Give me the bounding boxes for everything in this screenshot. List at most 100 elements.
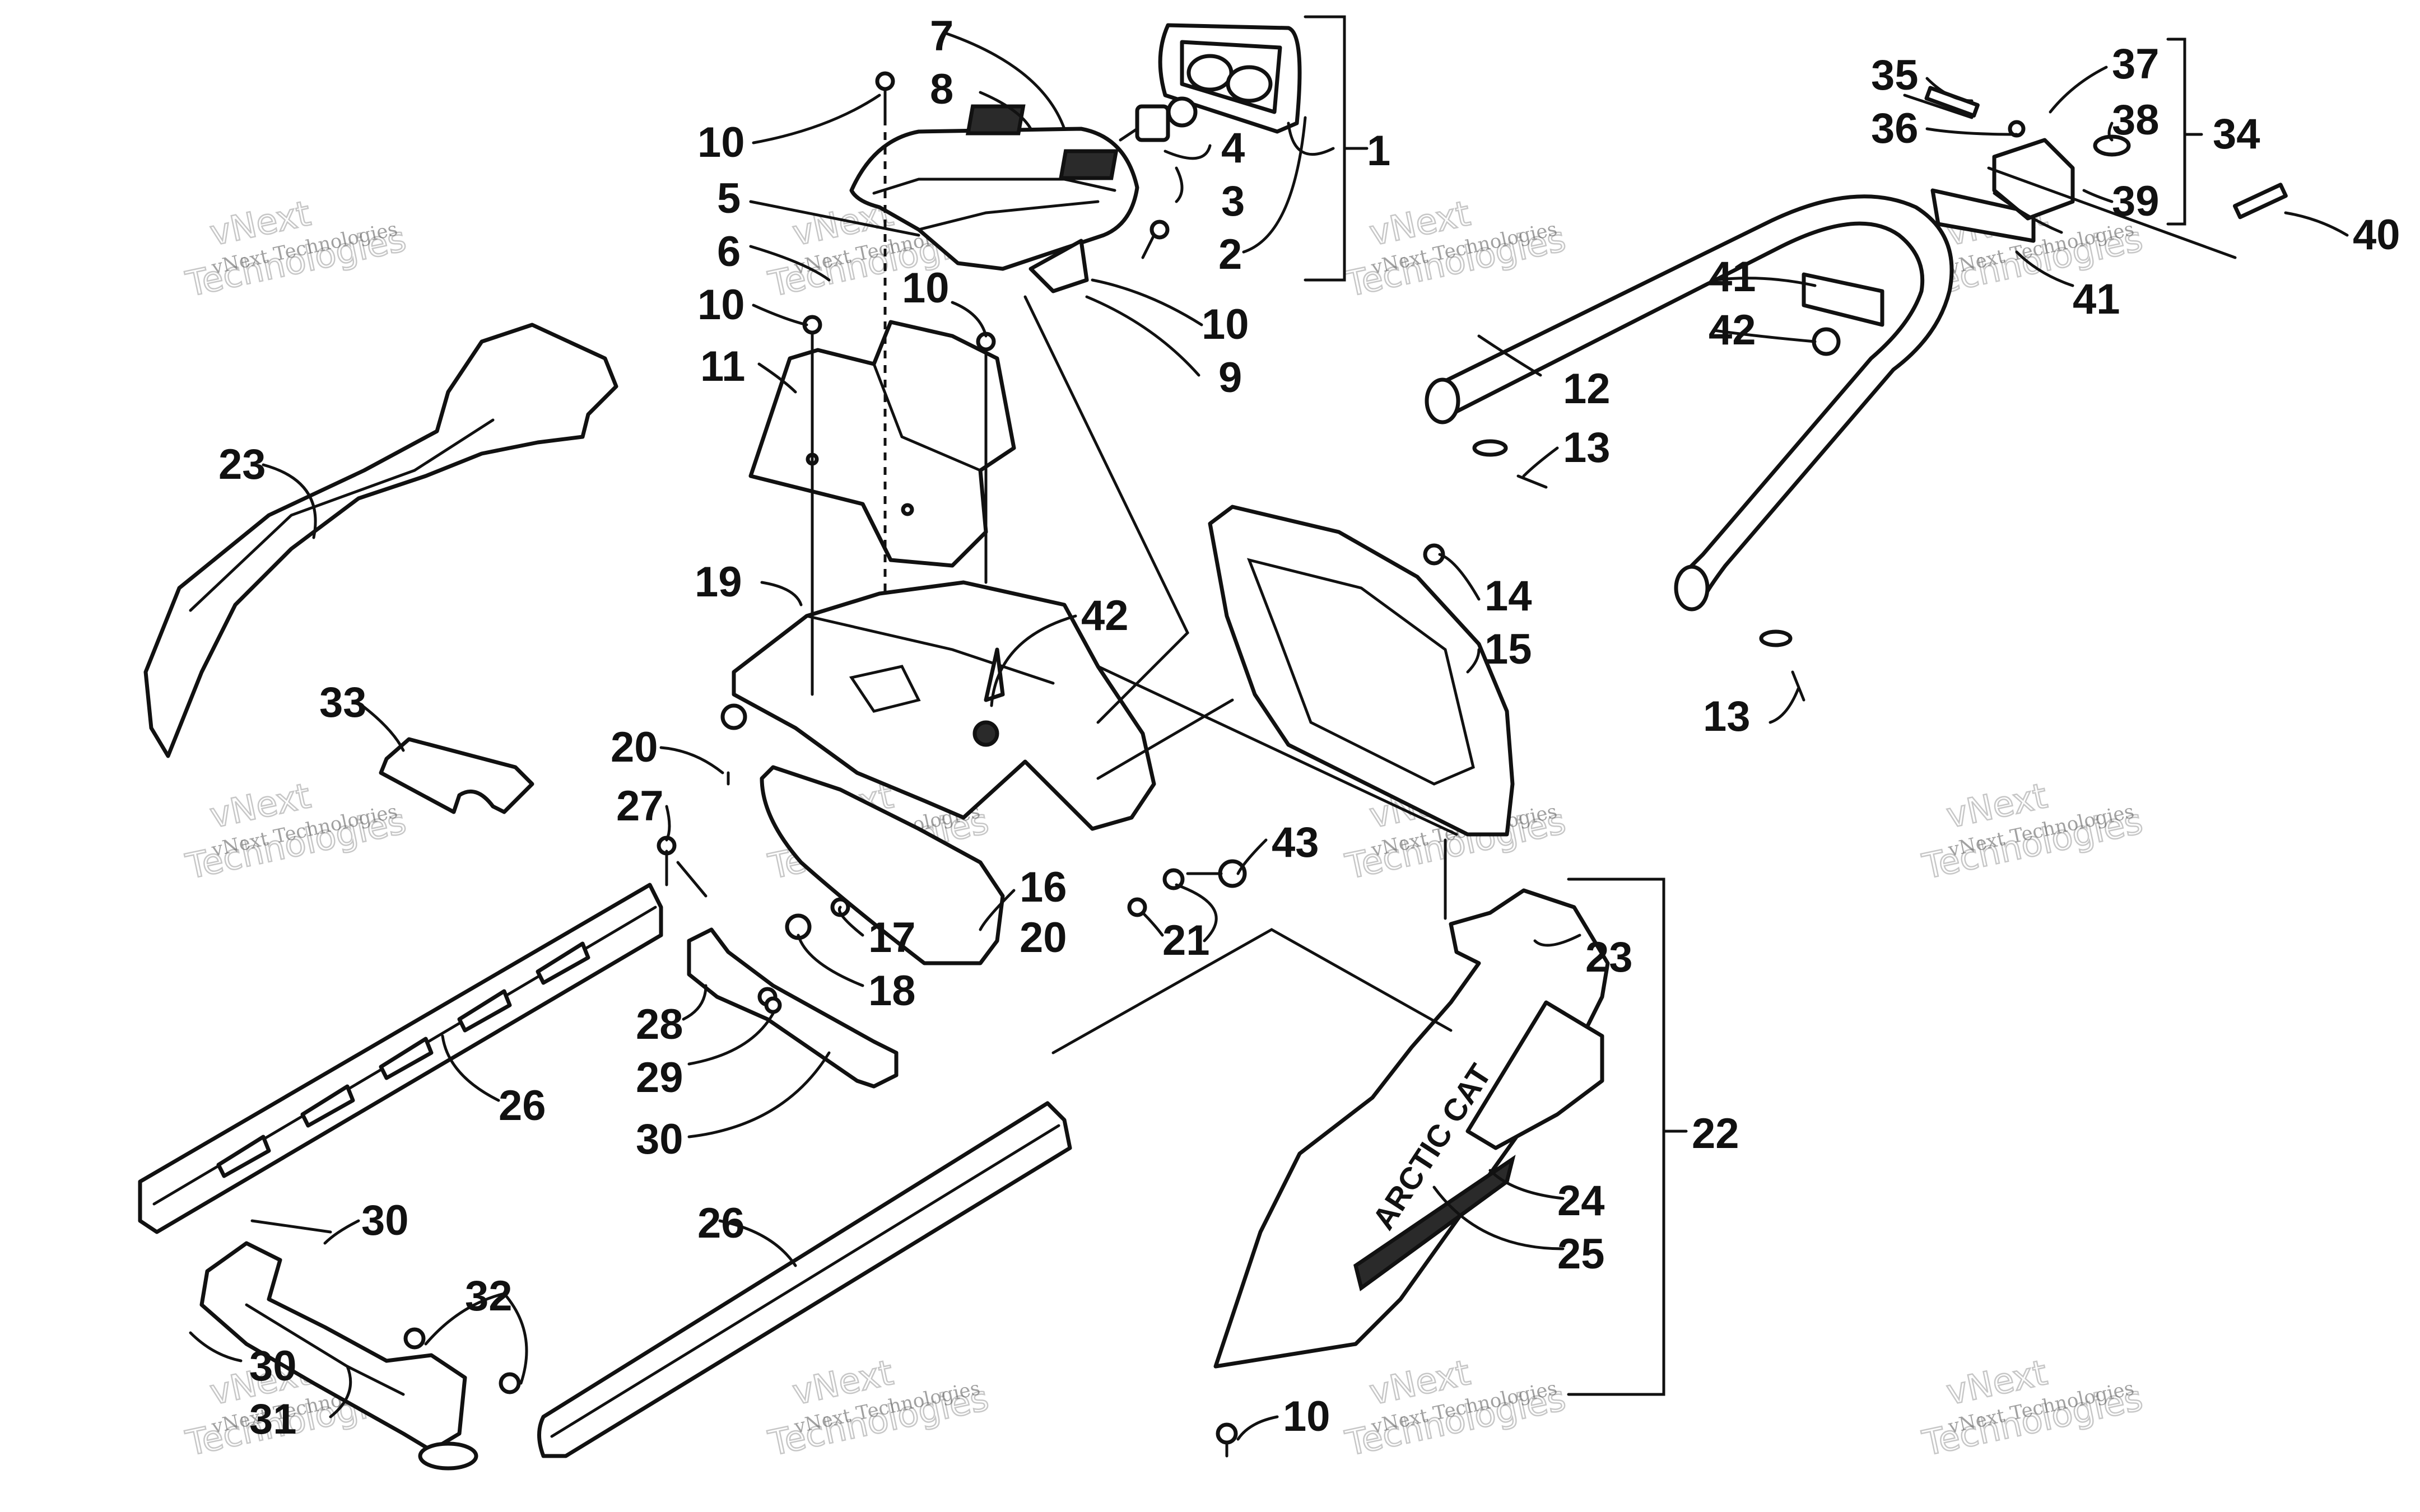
callout-23b: 23 bbox=[1585, 934, 1633, 981]
callout-7: 7 bbox=[930, 12, 953, 60]
watermark-3: vNext Technologies vNext Technologies bbox=[1341, 192, 1570, 306]
callout-42a: 42 bbox=[1081, 592, 1129, 640]
clamp-41-upper bbox=[1930, 188, 2036, 243]
callout-9: 9 bbox=[1218, 354, 1242, 402]
callout-16: 16 bbox=[1020, 864, 1067, 911]
callout-10b: 10 bbox=[697, 281, 745, 329]
callout-10d: 10 bbox=[1202, 301, 1249, 348]
watermark-5: vNext Technologies vNext Technologies bbox=[182, 774, 410, 888]
watermark-1: vNext Technologies vNext Technologies bbox=[182, 192, 410, 306]
callout-42b: 42 bbox=[1709, 306, 1756, 354]
callout-21: 21 bbox=[1162, 917, 1210, 964]
fastener-20b bbox=[1127, 897, 1147, 917]
callout-31: 31 bbox=[249, 1396, 297, 1443]
callout-26b: 26 bbox=[697, 1200, 745, 1247]
flap bbox=[760, 765, 1005, 965]
taillight-lens bbox=[1158, 23, 1302, 134]
callout-41a: 41 bbox=[1709, 253, 1756, 301]
callout-10a: 10 bbox=[697, 119, 745, 166]
washer-32 bbox=[418, 1441, 478, 1471]
callout-20b: 20 bbox=[1020, 914, 1067, 962]
callout-3: 3 bbox=[1221, 178, 1245, 225]
callout-6: 6 bbox=[717, 228, 741, 276]
callout-30c: 30 bbox=[249, 1342, 297, 1390]
clamp-41-lower bbox=[1802, 272, 1884, 327]
bolt-10c bbox=[976, 332, 996, 377]
rear-flap-base bbox=[732, 580, 1156, 831]
callout-32: 32 bbox=[465, 1272, 513, 1320]
bracket-28 bbox=[687, 927, 899, 1089]
watermark-11: vNext Technologies vNext Technologies bbox=[1341, 1351, 1570, 1465]
taillight-bulb-socket bbox=[1119, 96, 1198, 142]
group-bracket-34 bbox=[2166, 38, 2203, 226]
callout-4: 4 bbox=[1221, 124, 1245, 172]
bolt-40 bbox=[2233, 183, 2288, 220]
callout-19: 19 bbox=[695, 558, 742, 606]
taillight-housing bbox=[849, 104, 1139, 293]
callout-26a: 26 bbox=[499, 1082, 546, 1130]
bolt-10a bbox=[875, 71, 895, 119]
callout-17: 17 bbox=[868, 914, 916, 962]
callout-10e: 10 bbox=[1283, 1393, 1330, 1440]
callout-11: 11 bbox=[700, 343, 745, 390]
callout-41b: 41 bbox=[2073, 276, 2120, 323]
callout-1: 1 bbox=[1367, 127, 1390, 175]
right-side-panel: ARCTIC CAT bbox=[1213, 888, 1610, 1369]
callout-29: 29 bbox=[636, 1054, 683, 1102]
callout-30b: 30 bbox=[361, 1197, 409, 1244]
callout-25: 25 bbox=[1557, 1230, 1605, 1278]
assembly-lines bbox=[250, 118, 2237, 1234]
callout-8: 8 bbox=[930, 66, 953, 113]
fastener-20a bbox=[720, 703, 747, 786]
side-shield bbox=[1208, 505, 1515, 837]
license-bracket bbox=[748, 320, 1016, 568]
callout-37: 37 bbox=[2112, 40, 2160, 88]
callout-20a: 20 bbox=[611, 724, 658, 771]
callout-36: 36 bbox=[1871, 105, 1919, 152]
callout-38: 38 bbox=[2112, 96, 2160, 144]
decal-8 bbox=[965, 104, 1026, 136]
bolt-10e bbox=[1216, 1422, 1238, 1458]
pad bbox=[379, 737, 534, 814]
callout-18: 18 bbox=[868, 967, 916, 1015]
callout-30a: 30 bbox=[636, 1116, 683, 1163]
callout-35: 35 bbox=[1871, 52, 1919, 99]
watermark-12: vNext Technologies vNext Technologies bbox=[1918, 1351, 2147, 1465]
nut-21 bbox=[1162, 868, 1185, 890]
callout-13a: 13 bbox=[1563, 424, 1611, 472]
group-bracket-1 bbox=[1304, 15, 1369, 282]
callout-15: 15 bbox=[1484, 626, 1532, 673]
bolt-10d bbox=[1141, 220, 1170, 259]
callout-33: 33 bbox=[319, 679, 367, 726]
callout-27: 27 bbox=[616, 782, 664, 830]
left-side-panel bbox=[143, 323, 618, 758]
callout-24: 24 bbox=[1557, 1177, 1605, 1225]
grab-bar bbox=[1425, 194, 1954, 612]
callout-5: 5 bbox=[717, 175, 741, 222]
bolt-43 bbox=[1186, 859, 1247, 888]
callout-23a: 23 bbox=[218, 441, 266, 488]
rail-slots bbox=[216, 941, 590, 1178]
callout-34: 34 bbox=[2213, 110, 2260, 158]
rail-right bbox=[537, 1101, 1072, 1458]
hitch-pin-assembly bbox=[1903, 94, 2131, 221]
watermark-8: vNext Technologies vNext Technologies bbox=[1918, 774, 2147, 888]
leader-lines bbox=[189, 32, 2349, 1441]
group-bracket-22 bbox=[1567, 878, 1688, 1396]
callout-12: 12 bbox=[1563, 365, 1611, 413]
pin-13a bbox=[1472, 439, 1548, 489]
callout-22: 22 bbox=[1692, 1110, 1739, 1158]
pin-13b bbox=[1759, 629, 1805, 702]
rail-left bbox=[138, 883, 663, 1234]
callout-10c: 10 bbox=[902, 264, 950, 312]
callout-43: 43 bbox=[1272, 819, 1319, 866]
callout-2: 2 bbox=[1218, 231, 1242, 278]
callout-39: 39 bbox=[2112, 178, 2160, 225]
nut-42 bbox=[1812, 327, 1841, 356]
callout-28: 28 bbox=[636, 1001, 683, 1048]
callout-13b: 13 bbox=[1703, 693, 1751, 740]
callouts: 1 2 3 4 5 6 7 8 9 10 10 10 10 10 11 12 1… bbox=[218, 12, 2400, 1443]
bolt-29 bbox=[764, 996, 782, 1014]
hitch-bracket bbox=[199, 1241, 521, 1453]
